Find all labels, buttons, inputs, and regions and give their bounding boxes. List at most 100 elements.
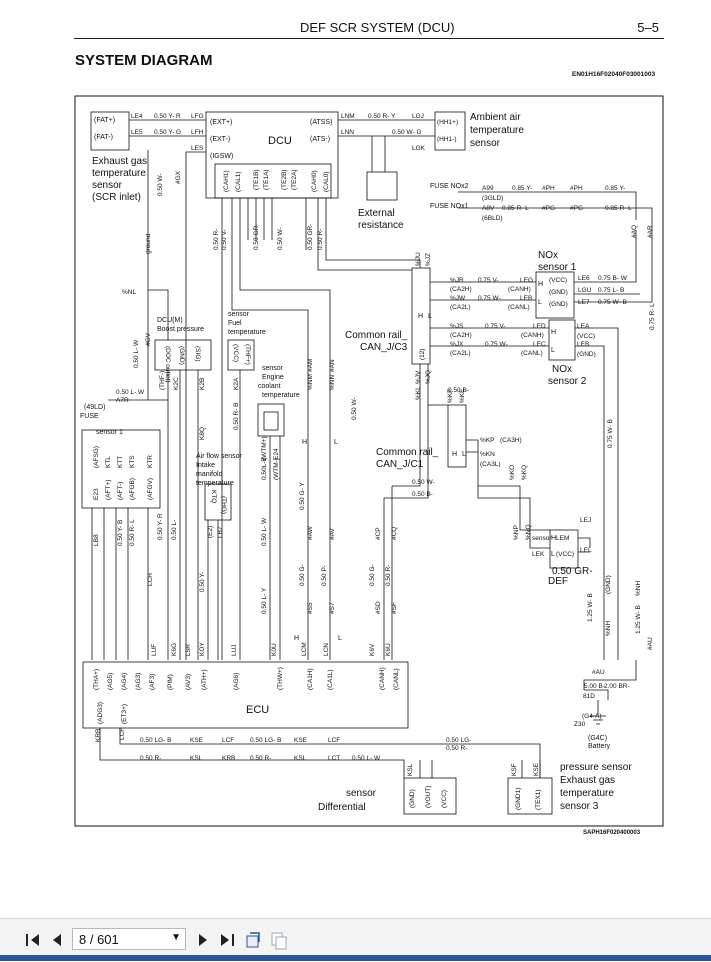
lbl-ats-m: (ATS-) (310, 136, 330, 143)
ambient-box (434, 111, 466, 151)
next-page-button[interactable] (192, 929, 214, 951)
lbl-nh1: (GND) (605, 575, 612, 594)
lbl-def2: DEF (548, 576, 568, 587)
lbl-boost1: DCU(M) (157, 317, 183, 324)
lbl-def: 0.50 GR- (552, 566, 593, 577)
lbl-afsg: (AFGV) (147, 478, 154, 500)
lbl-cp: #CP (375, 527, 382, 540)
lbl-ktt: KTL (105, 456, 112, 468)
lbl-exh3d: sensor 3 (560, 801, 599, 812)
lbl-jx: %JX (450, 341, 464, 348)
lbl-w500br: 2.00 BR- (604, 683, 630, 690)
lbl-e2: (THG) (220, 496, 227, 514)
lbl-w075v1: 0.75 V- (478, 277, 499, 284)
lbl-vcc-b: (SIG) (194, 346, 201, 362)
lbl-w075wb: 0.75 W- B (598, 299, 627, 306)
lbl-les: LES (191, 145, 204, 152)
first-page-button[interactable] (22, 929, 44, 951)
ecu-label: ECU (246, 704, 269, 716)
lbl-hh1m: (HH1-) (437, 136, 457, 143)
lbl-l7: L (551, 551, 555, 558)
lbl-thg: KTQ (210, 490, 217, 503)
lbl-w050p: 0.50 G- (299, 564, 306, 586)
lbl-w050w2: 0.50 B- (412, 491, 433, 498)
lbl-kse1: KSE (190, 737, 204, 744)
bottom-strip (0, 955, 711, 961)
lbl-bat2: Battery (588, 743, 611, 750)
lbl-cr1a: Common rail_ (376, 447, 439, 458)
nox1-box (535, 271, 575, 319)
lbl-au1: 1.25 W- B (635, 605, 642, 634)
diagram-labels: DCU ECU (FAT+) (FAT-) LE4 LE5 0.50 Y- R … (80, 112, 656, 813)
lbl-cah1: (CAH1) (223, 170, 230, 192)
lbl-intake2: Intake (196, 462, 215, 469)
lbl-exh4: (SCR inlet) (92, 192, 141, 203)
lbl-kp: %KP (480, 437, 494, 444)
lbl-aft-m: (AFT+) (105, 480, 112, 500)
lbl-w050wg: 0.50 W- G (392, 129, 422, 136)
lbl-intake4: temperature (196, 480, 234, 487)
lbl-fuse-dcu2: FUSE (80, 413, 99, 420)
lbl-wtm-p: (WTM-) (273, 458, 280, 480)
lbl-kf: %KF (447, 389, 454, 403)
lbl-lcf3: LCF (328, 737, 340, 744)
lbl-boost2: Boost pressure (157, 326, 204, 333)
lbl-ext-p: (EXT+) (210, 119, 232, 126)
lbl-koy: KOY (199, 642, 206, 656)
lbl-ca2h-b: (CA2H) (450, 332, 472, 339)
lbl-exh3c: temperature (560, 788, 614, 799)
page-selector[interactable]: 8 / 601 ▼ (72, 928, 186, 950)
lbl-nq: %NQ (525, 524, 532, 540)
exh1-box (90, 111, 130, 151)
lbl-vcc2: (VCC) (577, 333, 595, 340)
lbl-k2c: (THF-) (159, 371, 166, 390)
lbl-nox1b: sensor 1 (538, 262, 577, 273)
lbl-fuse-nox1: FUSE NOx1 (430, 203, 469, 210)
lbl-fuse-nox2: FUSE NOx2 (430, 183, 469, 190)
lbl-amb1: Ambient air (470, 112, 521, 123)
cr3-box (411, 267, 431, 365)
lbl-w050rx: 0.50 R- (140, 755, 161, 762)
lbl-w075wb2: 0.75 W- B (607, 419, 614, 448)
lbl-ph1: #PH (542, 185, 555, 192)
lbl-w050rl: 0.50 Y- B (117, 520, 124, 546)
rotate-button[interactable] (242, 929, 264, 951)
ect-thermistor (263, 411, 279, 431)
lbl-cal0: (CAL0) (323, 171, 330, 192)
lbl-afg-v: (AFGB) (129, 478, 136, 500)
lbl-h3: H (302, 439, 307, 446)
lbl-ext-m: (EXT-) (210, 136, 230, 143)
wires (91, 119, 653, 778)
airflow-box (81, 429, 161, 509)
lbl-canh1: (CANH) (508, 286, 531, 293)
copy-button[interactable] (268, 929, 290, 951)
lbl-jv: %JV (415, 370, 422, 384)
lbl-w050w4: 0.50 GR- (253, 224, 260, 250)
dcu-conn-box (214, 163, 332, 199)
lbl-h7: H (551, 535, 556, 542)
lbl-airflow: sensor 1 (96, 429, 123, 436)
lbl-k6g: K6G (171, 643, 178, 656)
lbl-lb7: (E2) (207, 526, 214, 538)
lbl-kq: %KQ (521, 465, 528, 480)
lbl-ag6: (AG6) (233, 673, 240, 690)
prev-page-button[interactable] (46, 929, 68, 951)
lbl-w050ry: 0.50 R- Y (368, 113, 396, 120)
lbl-w050lw4: 0.50 L- W (352, 755, 381, 762)
lbl-exh3a: pressure sensor (560, 762, 632, 773)
lbl-gnd-e: (GND1) (515, 788, 522, 810)
lbl-lcf2: LCF (222, 737, 234, 744)
lbl-lnm: LNM (341, 113, 355, 120)
lbl-k8q: K2A (233, 377, 240, 390)
lbl-fat-m: (FAT-) (94, 134, 113, 141)
footer-code: SAPH16F020400003 (583, 830, 641, 836)
lbl-ag5: (AG5) (107, 673, 114, 690)
dcu-label: DCU (268, 135, 292, 147)
lbl-pg2: #PG (570, 205, 583, 212)
lbl-lnn: LNN (341, 129, 354, 136)
lbl-jw: %JW (450, 295, 466, 302)
lbl-fuel2: Fuel (228, 320, 242, 327)
lbl-k0u: K0U (271, 643, 278, 656)
last-page-button[interactable] (216, 929, 238, 951)
lbl-w050rb2: 0.50 GR- (307, 224, 314, 250)
